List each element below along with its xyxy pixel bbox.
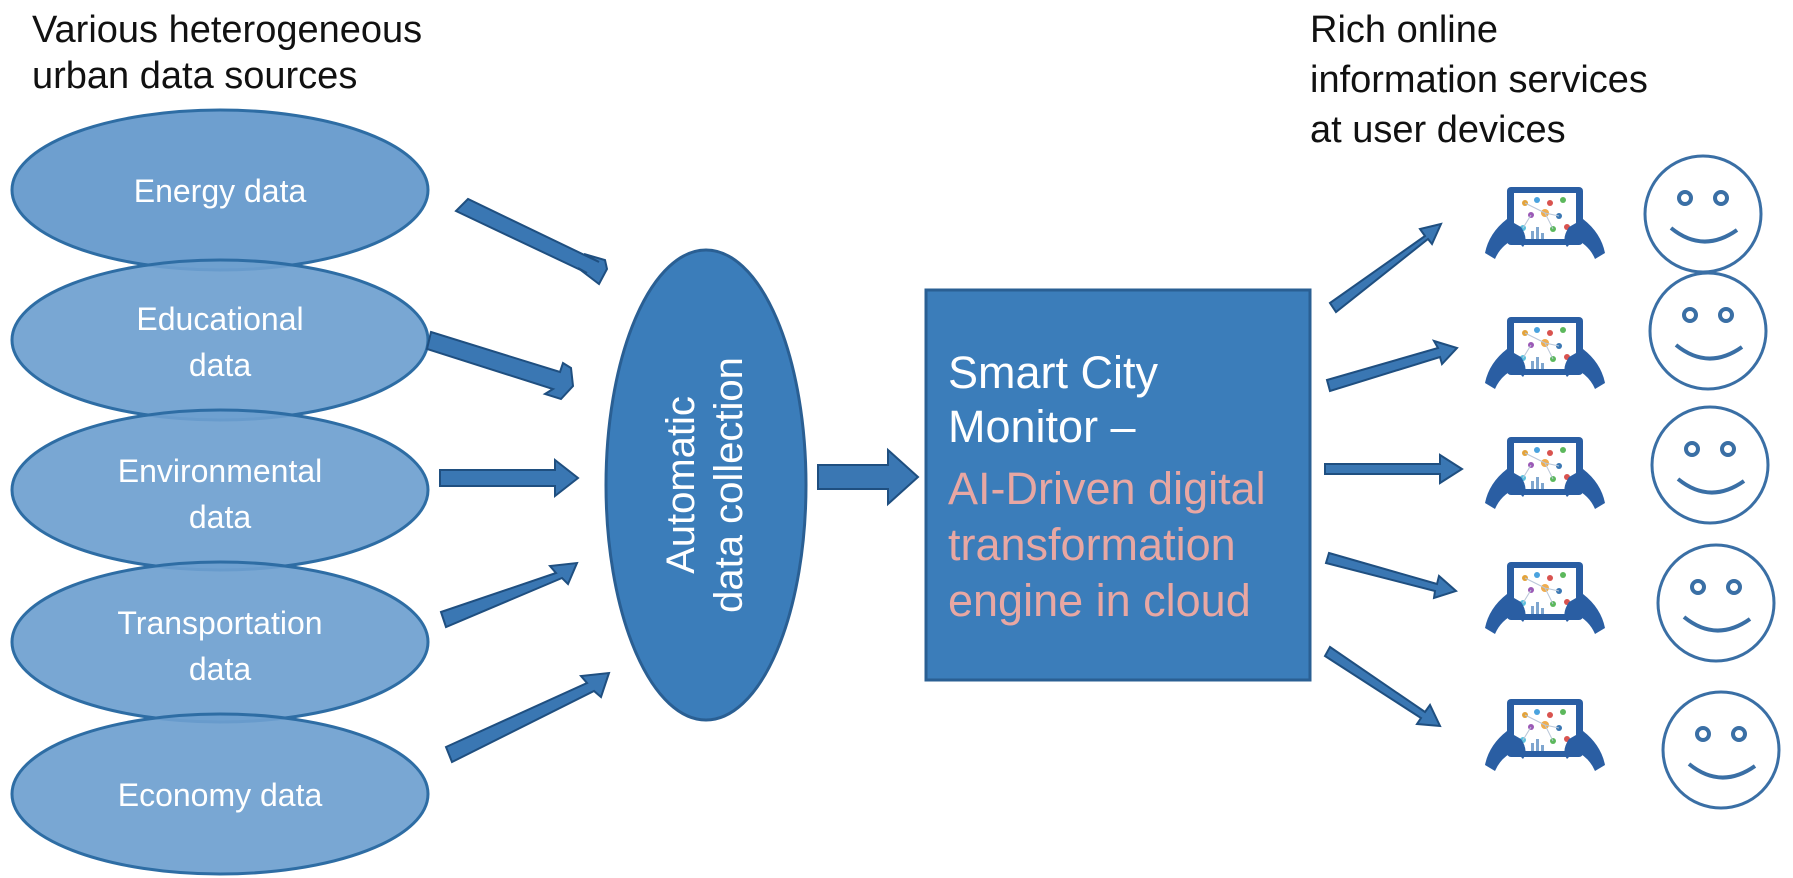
engine-title-line1: Smart City — [948, 347, 1159, 398]
arrow-output-2 — [1325, 339, 1459, 393]
smiley-face-icon — [1650, 405, 1770, 525]
source-ellipse-economy — [10, 712, 430, 876]
source-label-transportation-line2: data — [189, 651, 251, 687]
engine-subtitle-line2: transformation — [948, 519, 1236, 570]
collector-ellipse — [604, 248, 808, 722]
output-arrows — [1323, 222, 1464, 728]
services-caption-line1: Rich online — [1310, 9, 1498, 51]
smiley-face-icon — [1643, 154, 1763, 274]
collector-label-group: Automatic data collection — [659, 357, 751, 613]
services-caption-line2: information services — [1310, 59, 1648, 101]
source-label-transportation: Transportation — [117, 605, 322, 641]
collector-label-line2: data collection — [707, 357, 751, 613]
data-sources: Energy data Educational data Environment… — [10, 108, 430, 876]
arrow-output-4 — [1324, 551, 1458, 600]
source-ellipse-transportation — [10, 560, 430, 724]
smiley-face-icon — [1648, 271, 1768, 391]
source-label-energy: Energy data — [134, 173, 307, 209]
smiley-face-icon — [1661, 690, 1781, 810]
arrow-collector-to-engine — [817, 447, 920, 507]
source-ellipse-environmental — [10, 408, 430, 572]
services-caption-line3: at user devices — [1310, 109, 1566, 151]
smiley-face-icon — [1656, 543, 1776, 663]
source-label-environmental-line2: data — [189, 499, 251, 535]
arrow-transportation — [439, 561, 579, 629]
tablet-hands-icon — [1484, 698, 1606, 772]
arrow-output-5 — [1323, 645, 1442, 728]
sources-caption-line2: urban data sources — [32, 55, 357, 97]
sources-caption-line1: Various heterogeneous — [32, 9, 422, 51]
source-label-economy: Economy data — [118, 777, 323, 813]
arrow-output-1 — [1328, 222, 1443, 314]
arrow-educational — [425, 330, 575, 401]
engine-subtitle-line3: engine in cloud — [948, 575, 1251, 626]
engine-box — [924, 288, 1312, 682]
engine-title-line2: Monitor – — [948, 401, 1136, 452]
arrow-energy — [454, 197, 609, 286]
source-ellipse-educational — [10, 258, 430, 422]
arrow-environmental — [439, 457, 580, 499]
source-label-educational-line2: data — [189, 347, 251, 383]
source-label-educational: Educational — [136, 301, 303, 337]
arrow-economy — [444, 671, 611, 764]
tablet-hands-icon — [1484, 316, 1606, 390]
tablet-hands-icon — [1484, 436, 1606, 510]
engine-subtitle-line1: AI-Driven digital — [948, 463, 1266, 514]
source-arrows — [425, 197, 611, 764]
collector-label-line1: Automatic — [659, 396, 703, 574]
arrow-output-3 — [1324, 453, 1464, 485]
tablet-hands-icon — [1484, 186, 1606, 260]
tablet-hands-icon — [1484, 561, 1606, 635]
source-label-environmental: Environmental — [118, 453, 323, 489]
